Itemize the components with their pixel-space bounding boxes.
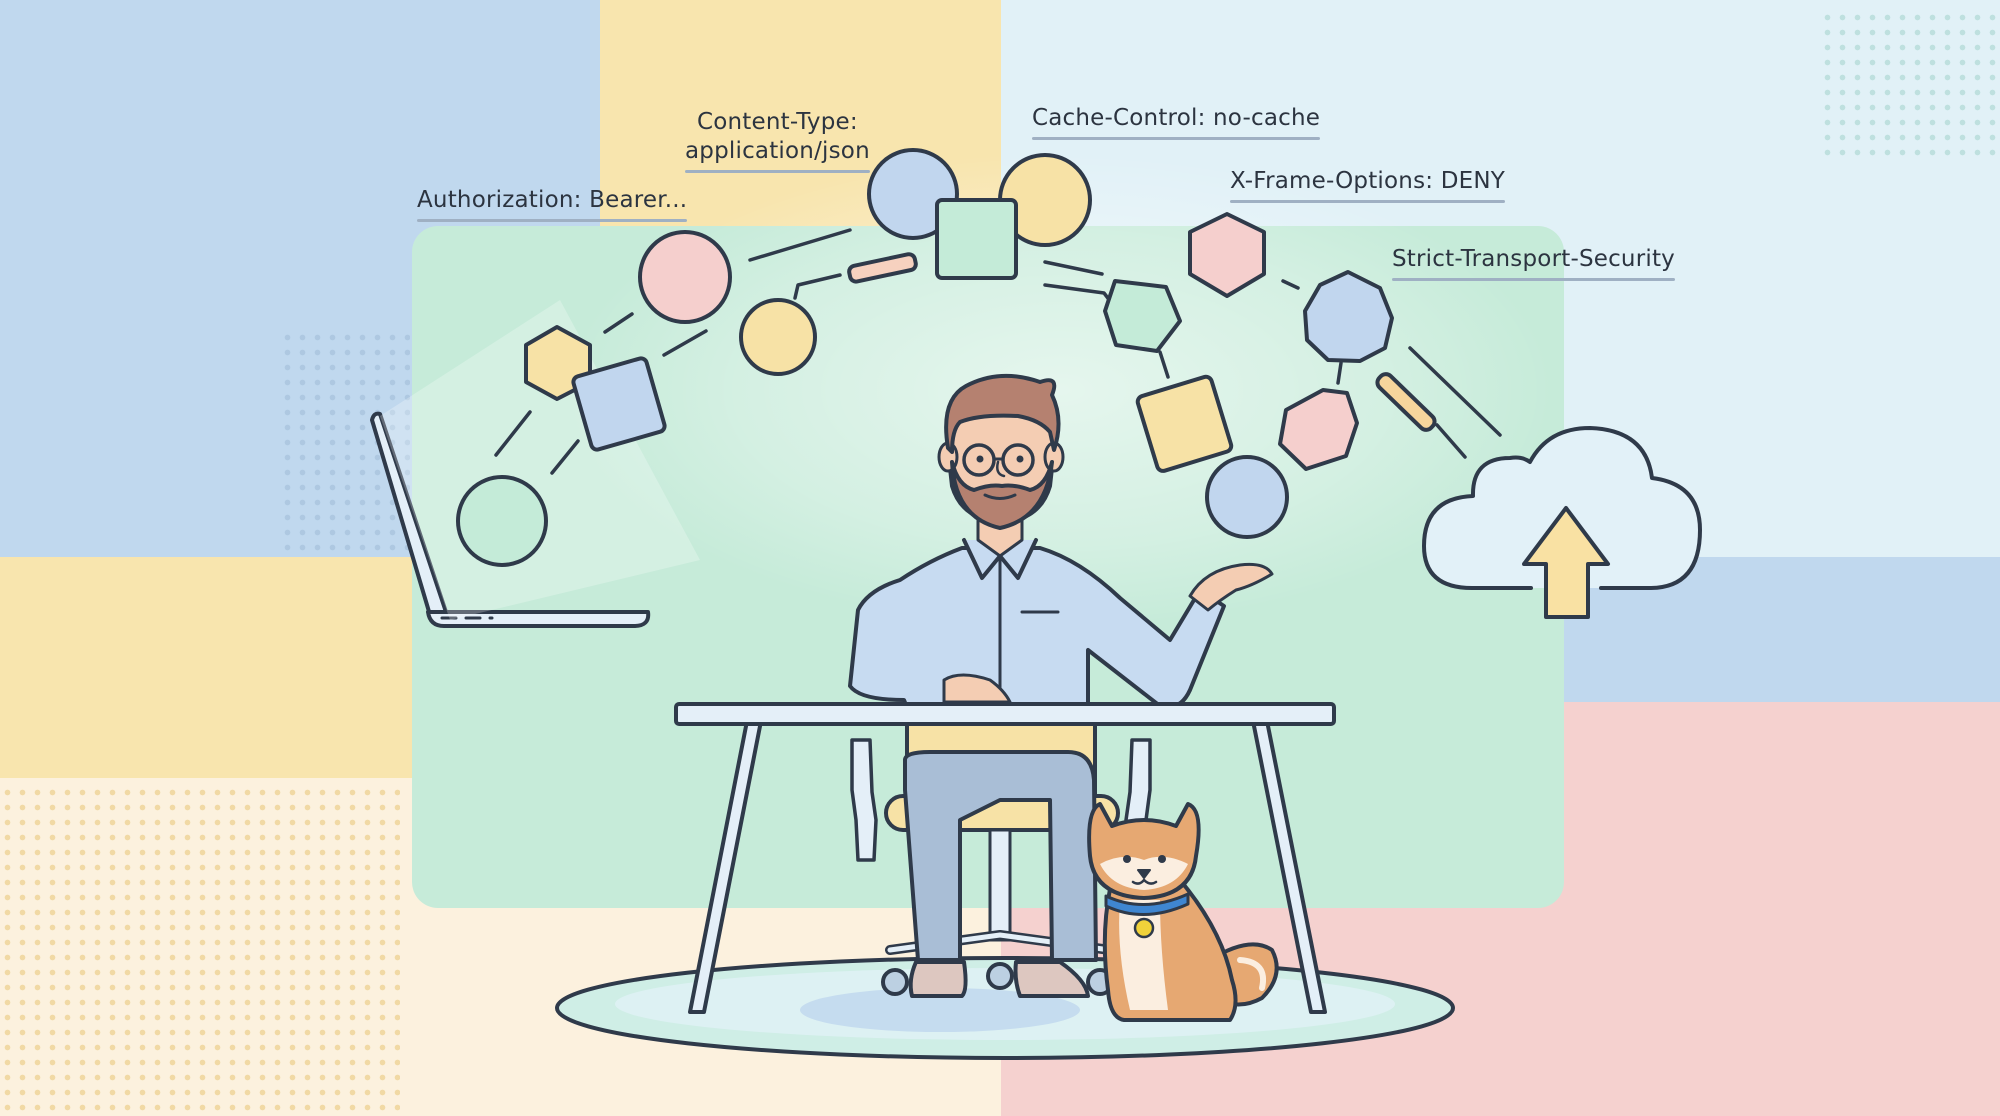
collar-bell [1133, 917, 1155, 939]
desk-top [674, 702, 1336, 726]
shape-blue-octagon [1303, 270, 1394, 363]
header-label-hsts: Strict-Transport-Security [1392, 245, 1675, 281]
laptop-icon [370, 411, 651, 628]
shape-yellow-circle-small [739, 298, 817, 376]
shape-pink-pill [847, 252, 918, 284]
shape-pink-circle [638, 230, 732, 324]
header-label-content-type: Content-Type: application/json [685, 108, 870, 173]
header-label-x-frame-options: X-Frame-Options: DENY [1230, 167, 1506, 203]
shape-yellow-pill [1375, 372, 1437, 432]
header-label-text: X-Frame-Options: DENY [1230, 168, 1506, 194]
header-label-text: Content-Type: [697, 109, 858, 135]
shape-pink-hexagon [1188, 212, 1266, 298]
label-underline [685, 170, 870, 173]
cloud-upload-icon [1422, 426, 1702, 619]
label-underline [417, 219, 688, 222]
halftone-teal-top-right [1820, 10, 2000, 160]
shape-blue-circle-lower [1205, 455, 1289, 539]
shape-green-square [935, 198, 1018, 280]
developer-man [848, 373, 1274, 998]
label-underline [1392, 278, 1675, 281]
header-label-text: Cache-Control: no-cache [1032, 105, 1321, 131]
header-label-text-line2: application/json [685, 138, 870, 164]
bg-yellow-left [0, 557, 412, 778]
shiba-dog [1087, 802, 1279, 1022]
header-label-text: Strict-Transport-Security [1392, 246, 1675, 272]
header-label-authorization: Authorization: Bearer... [417, 186, 688, 222]
label-underline [1032, 137, 1321, 140]
header-label-text: Authorization: Bearer... [417, 187, 688, 213]
shape-pink-hexagon-lower [1278, 388, 1359, 471]
label-underline [1230, 200, 1506, 203]
halftone-cream [0, 785, 400, 1116]
shape-green-hexagon [1103, 279, 1182, 353]
shape-green-circle [456, 475, 548, 567]
shape-blue-square [571, 356, 667, 452]
shape-yellow-square [1135, 374, 1234, 473]
header-label-cache-control: Cache-Control: no-cache [1032, 104, 1321, 140]
